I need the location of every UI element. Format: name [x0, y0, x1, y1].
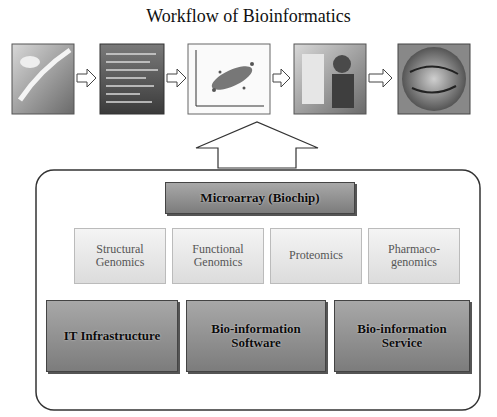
light-box: Functional Genomics: [172, 228, 264, 284]
box-label: Structural Genomics: [80, 243, 160, 269]
photo: [100, 44, 164, 114]
box-label: Microarray (Biochip): [200, 191, 319, 205]
box-label: Proteomics: [289, 249, 343, 262]
box-label: Pharmaco-genomics: [374, 243, 454, 269]
light-box: Pharmaco-genomics: [368, 228, 460, 284]
enclosure: [36, 170, 480, 410]
box-label: Functional Genomics: [178, 243, 258, 269]
light-box: Proteomics: [270, 228, 362, 284]
photo: [188, 44, 270, 114]
box-label: IT Infrastructure: [64, 329, 161, 343]
dark-box: Microarray (Biochip): [165, 182, 355, 214]
photo: [294, 44, 366, 114]
photo: [398, 44, 470, 114]
photo: [12, 44, 74, 114]
dark-box: IT Infrastructure: [46, 300, 178, 372]
up-arrow: [196, 122, 318, 168]
light-box: Structural Genomics: [74, 228, 166, 284]
diagram-title: Workflow of Bioinformatics: [0, 6, 497, 27]
dark-box: Bio-information Software: [186, 300, 326, 372]
box-label: Bio-information Service: [340, 322, 464, 351]
dark-box: Bio-information Service: [334, 300, 470, 372]
flow-arrow: [77, 69, 392, 87]
box-label: Bio-information Software: [192, 322, 320, 351]
